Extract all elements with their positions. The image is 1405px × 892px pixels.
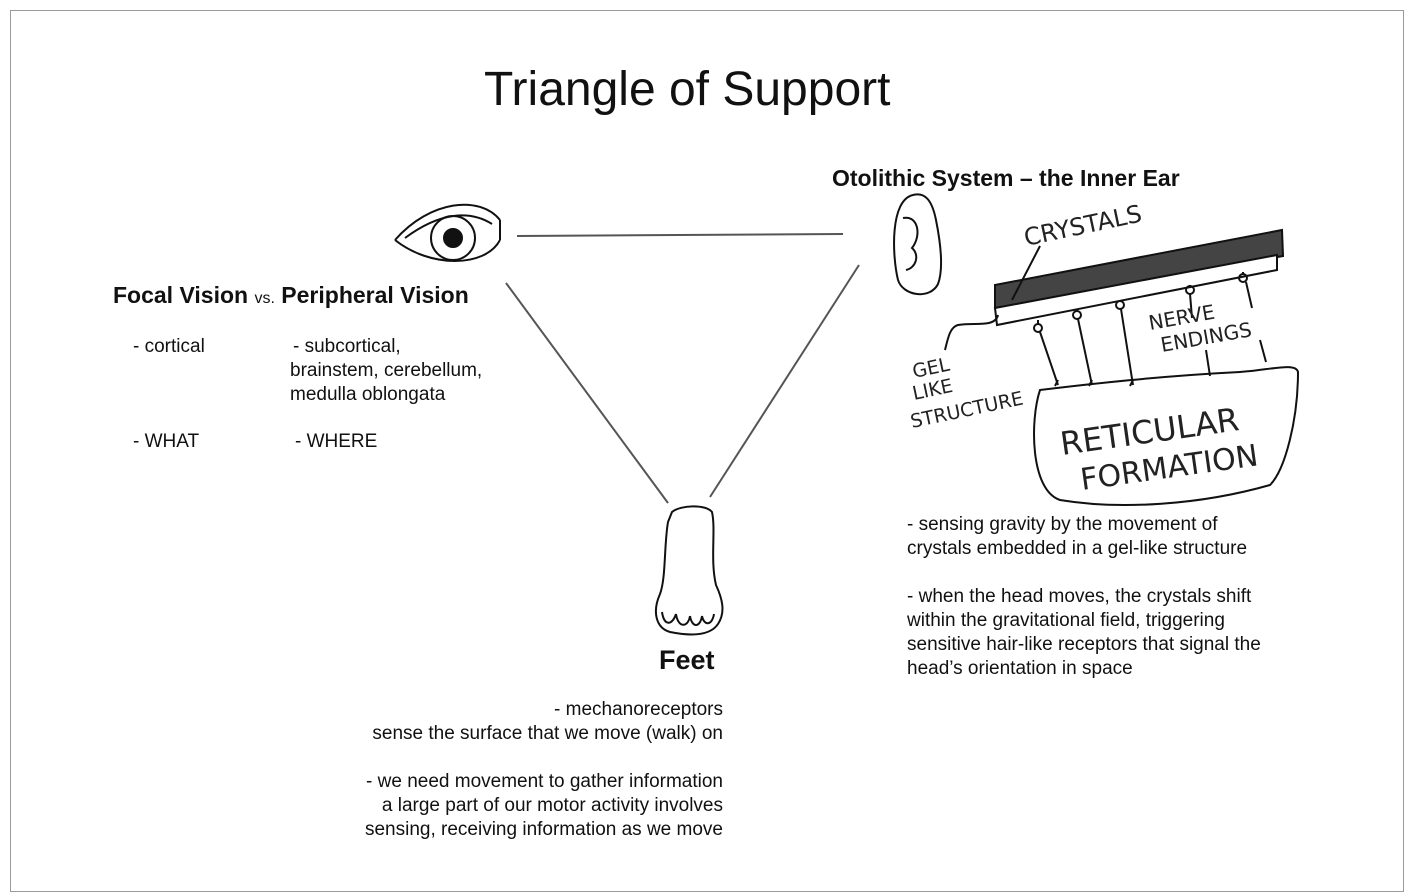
foot-icon (654, 505, 724, 636)
feet-point: - mechanoreceptors (554, 699, 723, 720)
otolith-sketch: CRYSTALS NERVE ENDINGS GEL LIKE STRUCTUR… (908, 200, 1300, 506)
eye-foot-line (505, 282, 669, 504)
eye-ear-line (516, 233, 844, 237)
feet-point: sensing, receiving information as we mov… (364, 819, 723, 840)
ear-point: - when the head moves, the crystals shif… (907, 586, 1252, 607)
focal-vision-label: Focal Vision (113, 282, 249, 308)
page-title: Triangle of Support (484, 63, 891, 116)
vision-heading: Focal Vision vs. Peripheral Vision (113, 282, 469, 309)
ear-heading: Otolithic System – the Inner Ear (832, 165, 1180, 191)
slide-frame (10, 10, 1404, 892)
ear-icon (893, 193, 943, 295)
triangle-lines (505, 233, 860, 504)
ear-point: - sensing gravity by the movement of (907, 514, 1218, 535)
vs-label: vs. (254, 290, 275, 307)
peripheral-point: brainstem, cerebellum, (290, 360, 483, 381)
ear-point: sensitive hair-like receptors that signa… (907, 634, 1261, 655)
eye-icon (394, 203, 501, 262)
ear-point: crystals embedded in a gel-like structur… (907, 538, 1248, 559)
feet-point: sense the surface that we move (walk) on (372, 723, 723, 744)
peripheral-point: - WHERE (295, 431, 378, 452)
ear-foot-line (709, 264, 860, 498)
peripheral-point: medulla oblongata (290, 384, 446, 405)
focal-point: - cortical (133, 336, 205, 357)
feet-point: a large part of our motor activity invol… (381, 795, 723, 816)
feet-point: - we need movement to gather information (366, 771, 723, 792)
crystals-label: CRYSTALS (1021, 200, 1144, 252)
feet-heading: Feet (659, 645, 715, 675)
ear-point: within the gravitational field, triggeri… (907, 610, 1225, 631)
focal-point: - WHAT (133, 431, 200, 452)
peripheral-point: - subcortical, (293, 336, 401, 357)
peripheral-vision-label: Peripheral Vision (281, 282, 469, 308)
ear-point: head’s orientation in space (907, 658, 1133, 679)
